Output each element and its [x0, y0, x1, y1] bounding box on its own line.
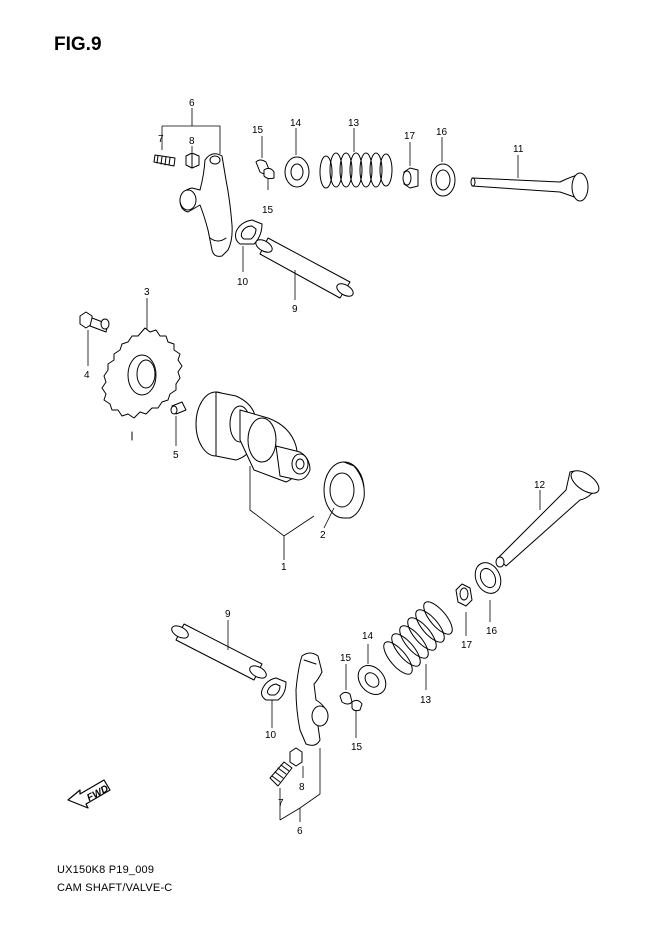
label-part-8-bottom: 8 [299, 782, 305, 793]
label-part-2: 2 [320, 530, 326, 541]
rocker-arm-top [179, 153, 233, 257]
shim-washer-bottom [261, 677, 287, 701]
label-part-3: 3 [144, 287, 150, 298]
drawing-code: UX150K8 P19_009 [57, 864, 155, 876]
intake-valve-bottom [495, 470, 600, 568]
valve-cotter-bottom [339, 691, 363, 712]
valve-spring-top [319, 152, 393, 189]
sprocket-bolt [79, 311, 110, 333]
lock-nut-top [185, 152, 200, 169]
stem-seal-top [402, 167, 419, 189]
label-part-9-top: 9 [292, 304, 298, 315]
label-part-10-bottom: 10 [265, 730, 277, 741]
label-part-8-top: 8 [189, 136, 195, 147]
label-part-9-bottom: 9 [225, 609, 231, 620]
label-part-7-bottom: 7 [278, 798, 284, 809]
dowel-pin [170, 401, 187, 415]
cam-sprocket [101, 327, 183, 441]
label-part-10-top: 10 [237, 277, 249, 288]
label-part-15-bottom-b: 15 [351, 742, 363, 753]
label-part-7-top: 7 [158, 134, 164, 145]
label-part-14-top: 14 [290, 118, 302, 129]
label-part-13-top: 13 [348, 118, 360, 129]
label-part-16-bottom: 16 [486, 626, 498, 637]
label-part-6-top: 6 [189, 98, 195, 109]
label-part-6-bottom: 6 [297, 826, 303, 837]
spring-retainer-top [284, 156, 310, 188]
stem-seal-bottom [455, 583, 473, 607]
drawing-name: CAM SHAFT/VALVE-C [57, 882, 173, 894]
label-part-14-bottom: 14 [362, 631, 374, 642]
label-part-12: 12 [534, 480, 546, 491]
figure-title: FIG.9 [54, 34, 102, 55]
label-part-16-top: 16 [436, 127, 448, 138]
label-part-15-top-a: 15 [252, 125, 264, 136]
label-part-17-top: 17 [404, 131, 416, 142]
label-part-15-top-b: 15 [262, 205, 274, 216]
spring-seat-top [430, 163, 456, 197]
rocker-arm-bottom [295, 652, 329, 746]
label-part-5: 5 [173, 450, 179, 461]
label-part-11: 11 [513, 144, 524, 155]
valve-cotter-top [255, 159, 275, 180]
spring-retainer-bottom [357, 665, 387, 695]
label-part-17-bottom: 17 [461, 640, 473, 651]
label-part-15-bottom-a: 15 [340, 653, 352, 664]
label-part-13-bottom: 13 [420, 695, 432, 706]
lock-nut-bottom [289, 747, 303, 767]
adjust-screw-bottom [269, 761, 293, 787]
fwd-arrow-icon: FWD [67, 779, 111, 809]
spring-seat-bottom [474, 562, 502, 594]
shim-washer-top [235, 219, 263, 245]
rocker-shaft-top [255, 237, 354, 299]
exhaust-valve-top [470, 172, 589, 202]
rocker-shaft-bottom [171, 623, 267, 681]
label-part-4: 4 [84, 370, 90, 381]
fwd-label: FWD [85, 783, 110, 803]
adjust-screw-top [153, 154, 176, 167]
valve-spring-bottom [383, 601, 453, 675]
camshaft [195, 391, 311, 483]
label-part-1: 1 [281, 562, 287, 573]
camshaft-bearing [323, 461, 365, 519]
